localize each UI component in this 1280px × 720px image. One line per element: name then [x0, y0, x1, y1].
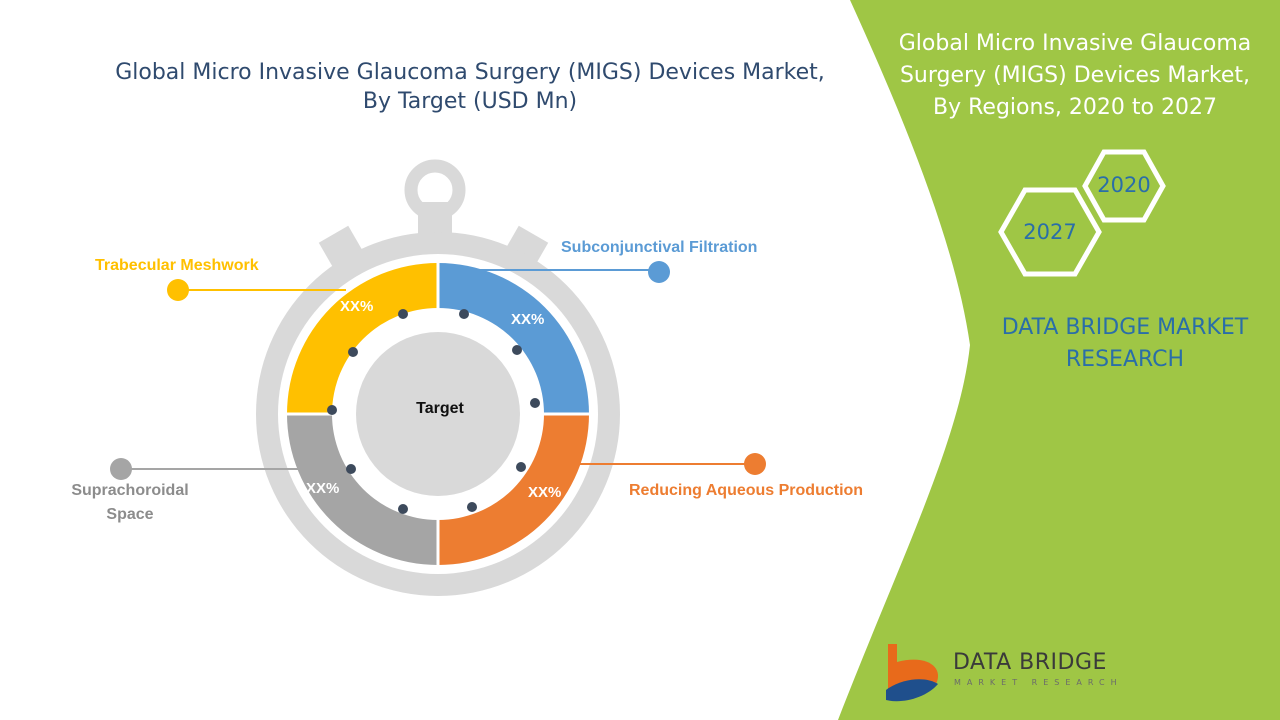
- green-side-panel: [838, 0, 1280, 720]
- segment-reducing-aqueous-production: [438, 414, 589, 565]
- center-disc: [356, 332, 520, 496]
- leader-dot-orange: [744, 453, 766, 475]
- leader-reducing-aqueous: [575, 453, 766, 475]
- region-title-line-1: Global Micro Invasive Glaucoma: [898, 31, 1252, 56]
- leader-suprachoroidal: [110, 458, 322, 480]
- chart-title-line-1: Global Micro Invasive Glaucoma Surgery (…: [115, 60, 825, 85]
- tick-dot: [398, 309, 408, 319]
- leader-dot-yellow: [167, 279, 189, 301]
- label-suprachoroidal-line-2: Space: [106, 506, 154, 523]
- pct-suprachoroidal-space: XX%: [306, 480, 340, 497]
- pct-subconjunctival-filtration: XX%: [511, 311, 545, 328]
- brand-text-line-2: RESEARCH: [1065, 347, 1185, 372]
- tick-dot: [512, 345, 522, 355]
- label-trabecular-meshwork: Trabecular Meshwork: [95, 257, 259, 274]
- leader-dot-blue: [648, 261, 670, 283]
- tick-dot: [516, 462, 526, 472]
- tick-dot: [346, 464, 356, 474]
- segment-trabecular-meshwork: [287, 263, 438, 414]
- year-2020-label: 2020: [1097, 173, 1151, 197]
- segment-suprachoroidal-space: [287, 414, 438, 565]
- leader-dot-gray: [110, 458, 132, 480]
- label-suprachoroidal-space: Suprachoroidal Space: [60, 479, 200, 527]
- label-suprachoroidal-line-1: Suprachoroidal: [71, 482, 189, 499]
- leader-trabecular: [167, 279, 346, 301]
- logo-subtitle: MARKET RESEARCH: [954, 678, 1123, 687]
- logo-name: DATA BRIDGE: [953, 650, 1107, 675]
- center-label: Target: [416, 400, 464, 417]
- hexagon-2027: [998, 187, 1102, 277]
- region-title-line-2: Surgery (MIGS) Devices Market,: [899, 63, 1251, 88]
- chart-title: Global Micro Invasive Glaucoma Surgery (…: [70, 58, 870, 116]
- tick-dot: [348, 347, 358, 357]
- region-title: Global Micro Invasive Glaucoma Surgery (…: [890, 28, 1260, 124]
- label-subconjunctival-filtration: Subconjunctival Filtration: [561, 239, 758, 256]
- tick-dots: [327, 309, 540, 514]
- tick-dot: [459, 309, 469, 319]
- tick-dot: [467, 502, 477, 512]
- tick-dot: [530, 398, 540, 408]
- hexagon-2020: [1082, 149, 1166, 223]
- year-2027-label: 2027: [1023, 220, 1077, 244]
- chart-title-line-2: By Target (USD Mn): [362, 89, 578, 114]
- pct-reducing-aqueous-production: XX%: [528, 484, 562, 501]
- tick-dot: [398, 504, 408, 514]
- data-bridge-logo-mark: [886, 644, 939, 702]
- pct-trabecular-meshwork: XX%: [340, 298, 374, 315]
- label-reducing-aqueous-production: Reducing Aqueous Production: [629, 482, 864, 499]
- region-title-line-3: By Regions, 2020 to 2027: [933, 95, 1217, 120]
- brand-text-line-1: DATA BRIDGE MARKET: [1001, 315, 1249, 340]
- segment-subconjunctival-filtration: [438, 263, 589, 414]
- tick-dot: [327, 405, 337, 415]
- leader-subconjunctival: [470, 261, 670, 283]
- brand-text: DATA BRIDGE MARKET RESEARCH: [970, 312, 1280, 376]
